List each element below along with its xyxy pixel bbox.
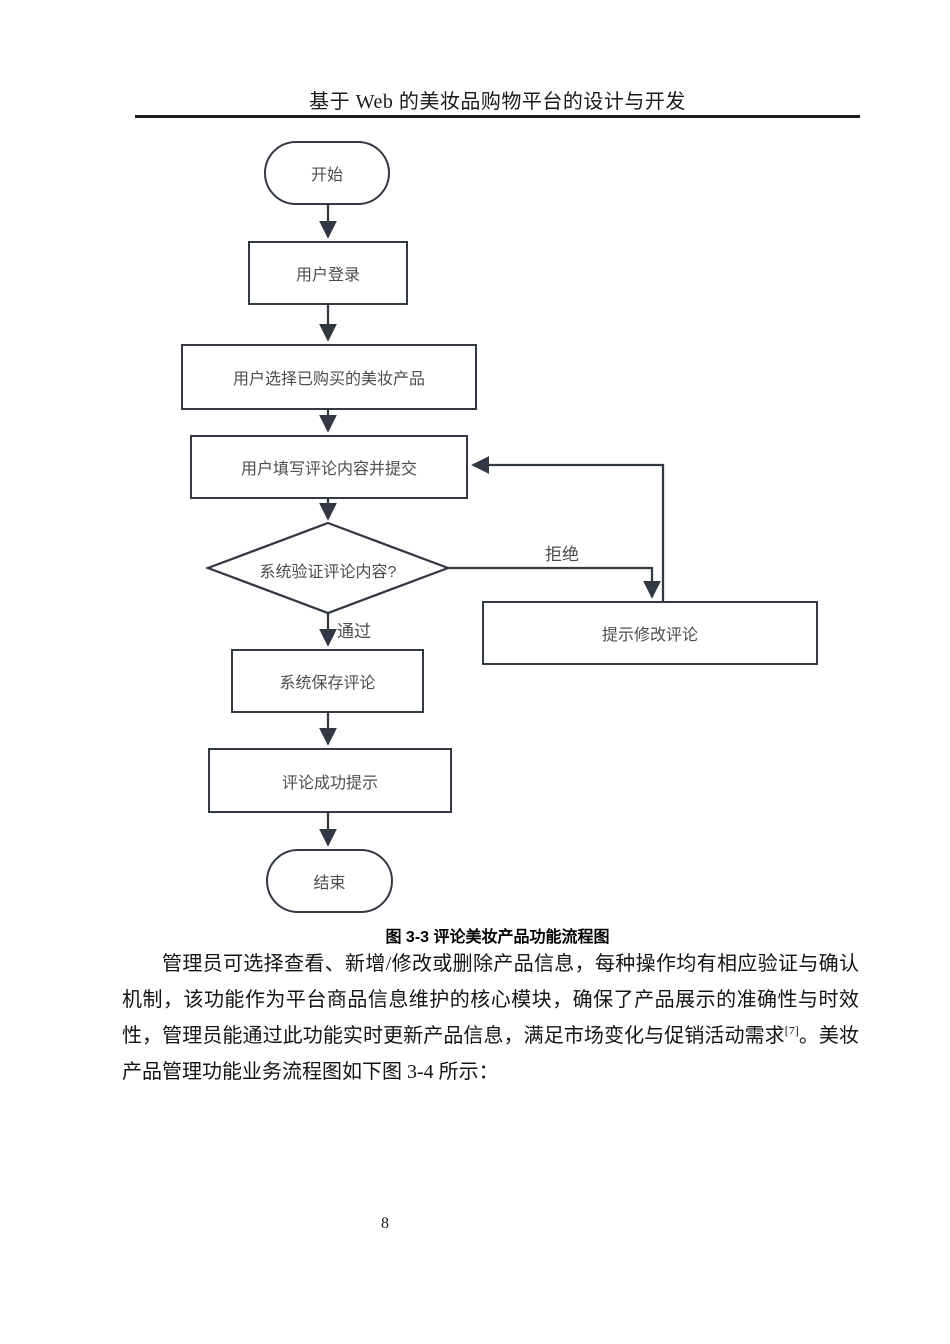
- page-number: 8: [381, 1215, 389, 1232]
- flowchart-node-save-comment: 系统保存评论: [231, 649, 424, 713]
- node-modify-tip-label: 提示修改评论: [601, 627, 698, 644]
- flowchart-node-end: 结束: [266, 849, 393, 913]
- edge-label-reject: 拒绝: [545, 545, 579, 564]
- flowchart-node-modify-tip: 提示修改评论: [482, 601, 818, 665]
- node-end-label: 结束: [313, 875, 346, 892]
- header-rule: [135, 115, 860, 118]
- node-user-login-label: 用户登录: [295, 267, 360, 284]
- paragraph-text-before-ref: 管理员可选择查看、新增/修改或删除产品信息，每种操作均有相应验证与确认机制，该功…: [122, 953, 859, 1047]
- node-success-tip-label: 评论成功提示: [281, 774, 378, 792]
- node-select-product-label: 用户选择已购买的美妆产品: [232, 371, 425, 388]
- paragraph-text-after-ref: 。美妆产品管理功能业务流程图如下图 3-4 所示：: [122, 1025, 860, 1083]
- flowchart-node-success-tip: 评论成功提示: [208, 748, 452, 813]
- flowchart-node-user-login: 用户登录: [248, 241, 408, 305]
- body-paragraph: 管理员可选择查看、新增/修改或删除产品信息，每种操作均有相应验证与确认机制，该功…: [122, 946, 859, 1090]
- node-fill-comment-label: 用户填写评论内容并提交: [240, 461, 417, 478]
- node-save-comment-label: 系统保存评论: [279, 675, 376, 692]
- figure-caption: 图 3-3 评论美妆产品功能流程图: [385, 929, 610, 946]
- node-start-label: 开始: [310, 167, 343, 184]
- flowchart-node-select-product: 用户选择已购买的美妆产品: [181, 344, 477, 410]
- page-header-title: 基于 Web 的美妆品购物平台的设计与开发: [309, 91, 686, 113]
- edge-label-pass: 通过: [337, 622, 371, 641]
- citation-ref: [7]: [784, 1023, 799, 1038]
- flowchart-node-verify-label: 系统验证评论内容?: [259, 564, 397, 581]
- flowchart-node-start: 开始: [264, 141, 390, 205]
- flowchart-node-fill-comment: 用户填写评论内容并提交: [190, 435, 468, 499]
